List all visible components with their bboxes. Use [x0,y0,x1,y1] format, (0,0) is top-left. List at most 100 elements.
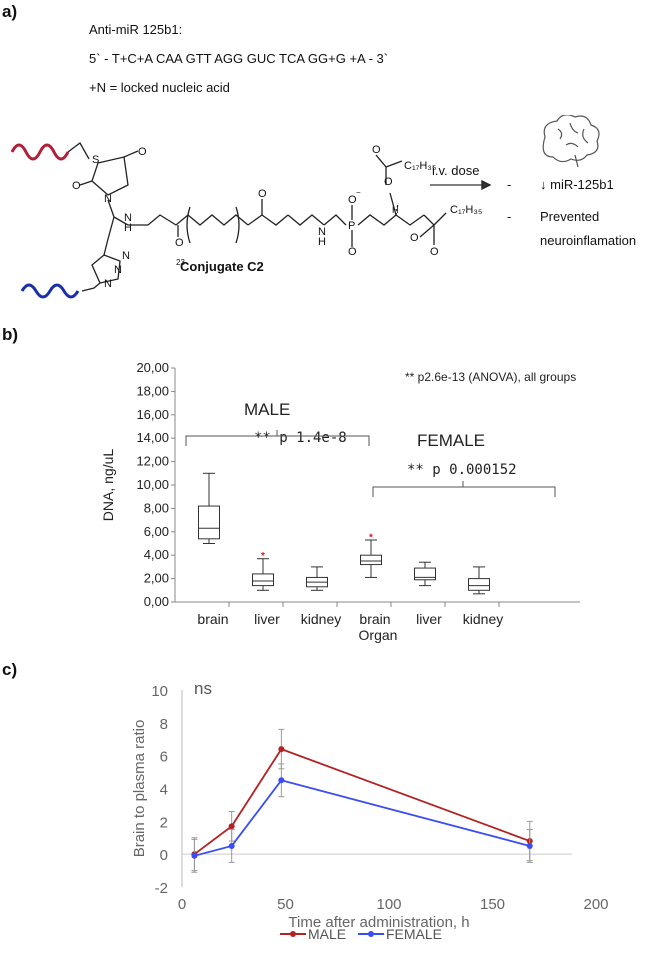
brain-icon [542,115,600,168]
female-bracket [372,481,556,497]
x-tick-label: 50 [277,896,294,913]
chem-o1: O [138,146,147,158]
arrow-label: i.v. dose [432,163,479,178]
outcome-2-line1: Prevented [540,209,599,224]
y-axis-title: DNA, ng/uL [100,449,116,522]
chem-o10: O [410,232,419,244]
y-tick-label: 2 [160,814,168,831]
chem-n1: N [104,193,112,205]
x-tick-label: liver [416,611,442,627]
y-tick-label: 0,00 [144,594,169,609]
x-tick-label: liver [254,611,280,627]
x-axis-title: Organ [359,627,398,643]
x-tick-label: brain [359,611,390,627]
y-tick-label: 2,00 [144,571,169,586]
y-axis-title: Brain to plasma ratio [131,720,148,858]
chem-n4: N [122,250,130,262]
y-tick-label: 14,00 [136,430,169,445]
y-tick-label: 18,00 [136,383,169,398]
chem-o5: O [348,194,357,206]
chem-c17b: C₁₇H₃₅ [450,204,482,216]
data-point-male [278,746,285,753]
chem-o3: O [175,237,184,249]
chem-n3: N [114,264,122,276]
chem-o7: O [384,176,393,188]
data-point-male [228,823,235,830]
anova-annotation: ** p2.6e-13 (ANOVA), all groups [405,370,576,384]
x-tick-label: 200 [583,896,608,913]
x-tick-label: brain [197,611,228,627]
y-tick-label: -2 [155,880,168,897]
data-point-female [526,842,533,849]
data-point-female [278,777,285,784]
y-tick-label: 10 [151,683,168,700]
box-iqr [252,573,274,587]
y-tick-label: 10,00 [136,477,169,492]
chem-n5: N [104,278,112,290]
chem-nh1: H [124,222,132,234]
bullet-2: - [507,209,511,224]
series-line-female [194,779,530,857]
female-group-title: FEMALE [417,431,485,450]
x-tick-label: kidney [463,611,503,627]
x-tick-label: 150 [480,896,505,913]
chem-c17a: C₁₇H₃₅ [404,160,436,172]
chem-o8: O [372,144,381,156]
outlier-mark: * [369,532,373,543]
outcome-1: ↓ miR-125b1 [540,177,614,192]
panel-a-label: a) [2,2,18,21]
box-iqr [360,554,382,566]
chem-n23: 23 [176,258,185,267]
legend-swatch-marker [368,931,374,937]
y-tick-label: 6,00 [144,524,169,539]
y-tick-label: 16,00 [136,407,169,422]
box-iqr [414,567,436,581]
x-tick-label: 100 [376,896,401,913]
chem-h7: H [392,205,399,215]
chem-o6: O [348,246,357,258]
male-bracket [185,430,370,446]
bullet-1: - [507,177,511,192]
sequence-line: 5` - T+C+A CAA GTT AGG GUC TCA GG+G +A -… [89,51,389,66]
box-iqr [468,578,490,591]
legend-swatch-marker [290,931,296,937]
panel-c-label: c) [2,660,18,679]
chem-o2: O [72,180,81,192]
y-tick-label: 6 [160,749,168,766]
y-tick-label: 8 [160,716,168,733]
chem-minus: − [356,188,361,197]
series-line-male [193,748,531,855]
conjugate-structure: S O O N H N N N N O 23 O N H P O − O O O… [10,115,636,299]
outcome-2-line2: neuroinflamation [540,233,636,248]
female-p-value: ** p 0.000152 [407,462,517,478]
outlier-mark: * [261,551,265,562]
conjugate-label: Conjugate C2 [180,259,264,274]
chem-o9: O [430,246,439,258]
y-tick-label: 0 [160,847,168,864]
legend-label: MALE [308,926,346,942]
y-tick-label: 12,00 [136,454,169,469]
chem-h6: H [318,236,326,248]
x-tick-label: kidney [301,611,341,627]
y-tick-label: 4 [160,782,168,799]
chem-n2: N [124,212,132,224]
data-point-female [191,852,198,859]
y-tick-label: 20,00 [136,360,169,375]
y-tick-label: 4,00 [144,547,169,562]
x-tick-label: 0 [178,896,186,913]
chem-s: S [92,154,99,166]
male-group-title: MALE [244,400,290,419]
chem-p: P [348,220,355,232]
chem-o4: O [258,188,267,200]
ns-annotation: ns [194,679,212,698]
panel-b-label: b) [2,325,19,344]
y-tick-label: 8,00 [144,500,169,515]
data-point-female [228,842,235,849]
chem-n6: N [318,226,326,238]
male-p-value: ** p 1.4e-8 [254,430,347,446]
legend-label: FEMALE [386,926,442,942]
box-iqr [198,505,220,540]
x-axis-title: Time after administration, h [288,914,469,931]
anti-mir-title: Anti-miR 125b1: [89,22,183,37]
